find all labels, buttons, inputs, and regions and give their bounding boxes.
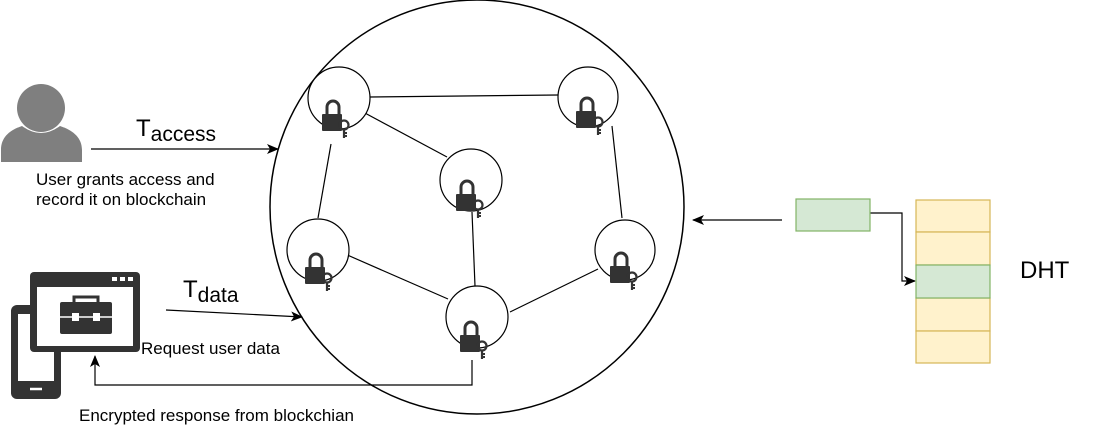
edge <box>362 111 448 158</box>
hash-key-box <box>795 198 871 232</box>
pointer-to-dht-arrow <box>870 212 916 286</box>
dht-cell <box>915 231 991 266</box>
edge <box>471 211 476 287</box>
edge <box>344 253 449 300</box>
dht-cell <box>915 330 991 364</box>
blockchain-network-circle <box>269 0 685 415</box>
dht-cell <box>915 297 991 332</box>
edge <box>317 143 332 219</box>
edge <box>369 94 559 98</box>
dht-label: DHT <box>1020 257 1070 284</box>
edge <box>611 125 623 219</box>
t-access-label: Taccess <box>136 115 217 146</box>
dht-cell-highlighted <box>915 264 991 299</box>
t-data-label: Tdata <box>183 276 239 307</box>
dht-table <box>915 199 991 364</box>
edge <box>509 268 599 313</box>
app-window-briefcase-icon <box>30 272 140 352</box>
encrypted-response-arrow <box>90 355 473 386</box>
network-edges <box>317 94 623 313</box>
data-request-arrow <box>165 309 303 322</box>
grant-access-caption: User grants access and record it on bloc… <box>36 170 215 209</box>
request-caption: Request user data <box>141 339 280 358</box>
response-caption: Encrypted response from blockchian <box>79 406 354 425</box>
user-silhouette-icon <box>1 84 82 162</box>
dht-cell <box>915 199 991 233</box>
